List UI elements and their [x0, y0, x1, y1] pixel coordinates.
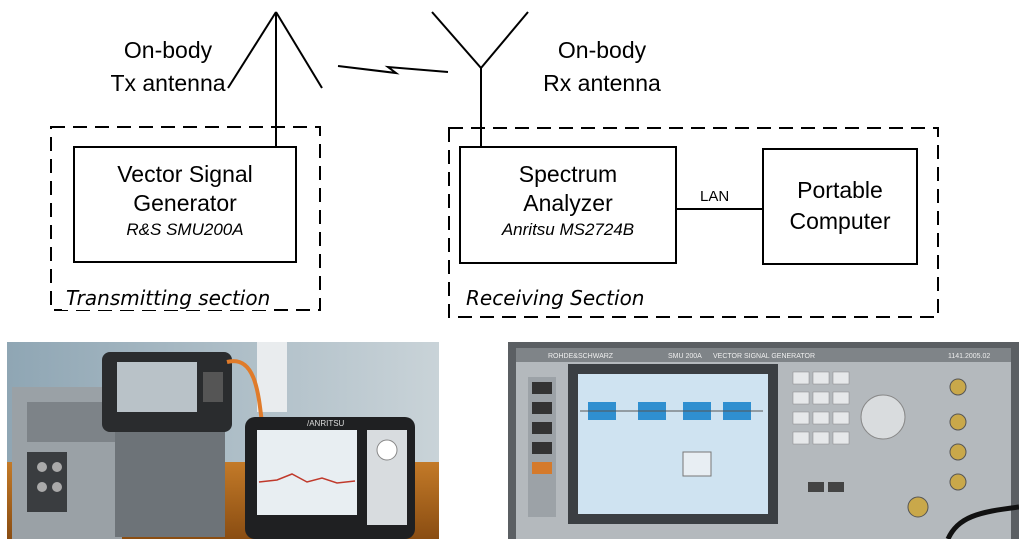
tx-antenna-right-arm	[275, 11, 323, 89]
vector-signal-generator-label: Vector Signal Generator R&S SMU200A	[74, 160, 296, 240]
spectrum-analyzer-box	[459, 146, 677, 264]
photo-right-brand: ROHDE&SCHWARZ	[548, 353, 614, 360]
spectrum-analyzer-label: Spectrum Analyzer Anritsu MS2724B	[460, 160, 676, 240]
sa-title-line2: Analyzer	[523, 190, 613, 216]
tx-antenna-label-line1: On-body	[123, 37, 213, 63]
tx-antenna-left-arm	[227, 11, 277, 89]
sa-model: Anritsu MS2724B	[501, 220, 635, 239]
photo-right-model: SMU 200A	[668, 353, 702, 360]
photo-signal-generator-front-panel: ROHDE&SCHWARZ SMU 200A VECTOR SIGNAL GEN…	[508, 342, 1019, 539]
sa-title-line1: Spectrum	[518, 161, 618, 187]
vector-signal-generator-box	[73, 146, 297, 263]
photo-transmit-receive-setup: /ANRITSU	[7, 342, 439, 539]
vsg-model: R&S SMU200A	[126, 220, 244, 239]
photo-setup-drawing: /ANRITSU	[7, 342, 439, 539]
portable-computer-label: Portable Computer	[763, 175, 917, 237]
transmitting-section-border	[50, 126, 321, 311]
rx-antenna-right-arm	[480, 11, 529, 69]
photo-right-title: VECTOR SIGNAL GENERATOR	[713, 353, 815, 360]
portable-computer-box	[762, 148, 918, 265]
lan-label: LAN	[700, 188, 730, 205]
rx-antenna-label: On-body Rx antenna	[532, 34, 672, 100]
pc-title-line2: Computer	[789, 208, 891, 234]
receiving-section-border	[448, 127, 939, 318]
pc-title-line1: Portable	[797, 177, 883, 203]
block-diagram	[50, 11, 939, 318]
receiving-section-label: Receiving Section	[462, 286, 649, 310]
vsg-title-line1: Vector Signal	[117, 161, 253, 187]
photo-right-serial: 1141.2005.02	[948, 353, 990, 360]
rx-antenna-left-arm	[431, 11, 482, 69]
tx-antenna-label: On-body Tx antenna	[98, 34, 238, 100]
rx-antenna-label-line1: On-body	[557, 37, 647, 63]
rx-antenna-label-line2: Rx antenna	[543, 70, 661, 96]
tx-antenna-label-line2: Tx antenna	[110, 70, 226, 96]
vsg-title-line2: Generator	[133, 190, 237, 216]
photo-left-brand: /ANRITSU	[307, 419, 345, 428]
transmitting-section-label: Transmitting section	[62, 286, 275, 310]
wireless-link-symbol	[337, 65, 449, 75]
photo-smu-drawing: ROHDE&SCHWARZ SMU 200A VECTOR SIGNAL GEN…	[508, 342, 1019, 539]
